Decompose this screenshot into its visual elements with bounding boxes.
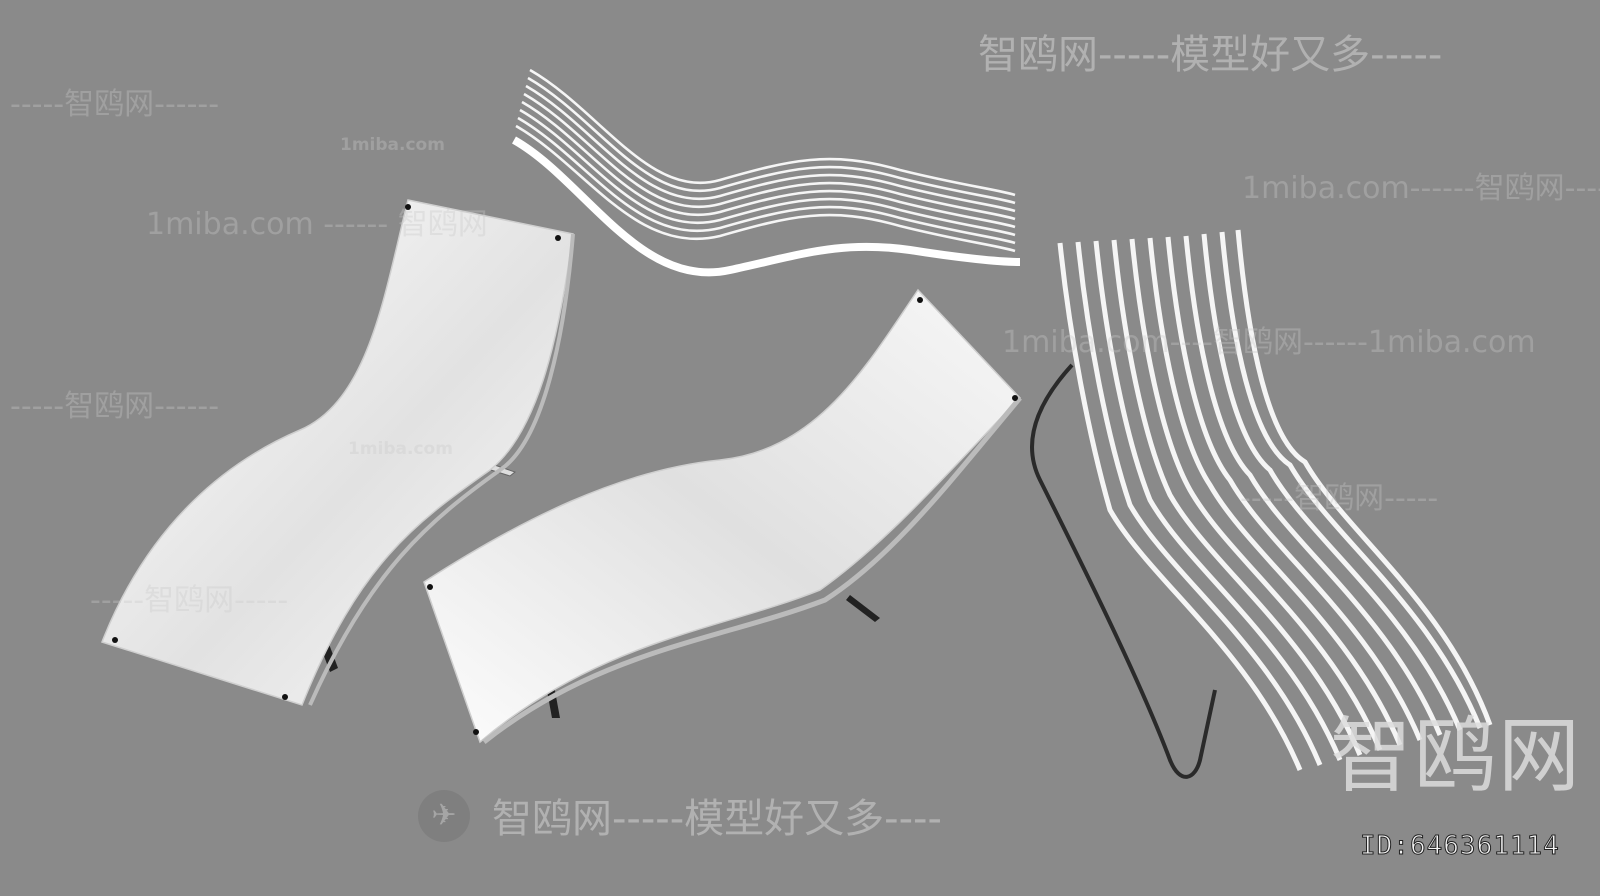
watermark-center-url: 1miba.com	[348, 439, 453, 459]
watermark-bottom-center: 智鸥网-----模型好又多----	[492, 796, 942, 842]
watermark-right-lower: -----智鸥网-----	[1240, 481, 1439, 516]
watermark-top-left: -----智鸥网------	[10, 87, 220, 122]
bird-logo-icon: ✈	[418, 790, 470, 842]
slatted-lounger-top	[512, 68, 1021, 277]
watermark-right-mid: 1miba.com----智鸥网------1miba.com	[1002, 325, 1536, 360]
watermark-left-lower: -----智鸥网------	[10, 389, 220, 424]
solid-lounger-left	[101, 199, 575, 706]
watermark-right-top: 1miba.com------智鸥网----	[1242, 171, 1600, 206]
watermark-left-mid: 1miba.com ------ 智鸥网	[146, 207, 488, 242]
watermark-top-left-url: 1miba.com	[340, 135, 445, 155]
brand-logo: 智鸥网	[1330, 709, 1583, 804]
model-id: ID:646361114	[1360, 831, 1560, 862]
solid-lounger-middle	[423, 288, 1022, 744]
watermark-left-bottom: -----智鸥网-----	[90, 583, 289, 618]
watermark-top-center: 智鸥网-----模型好又多-----	[978, 32, 1443, 78]
slatted-lounger-right	[1030, 229, 1493, 779]
